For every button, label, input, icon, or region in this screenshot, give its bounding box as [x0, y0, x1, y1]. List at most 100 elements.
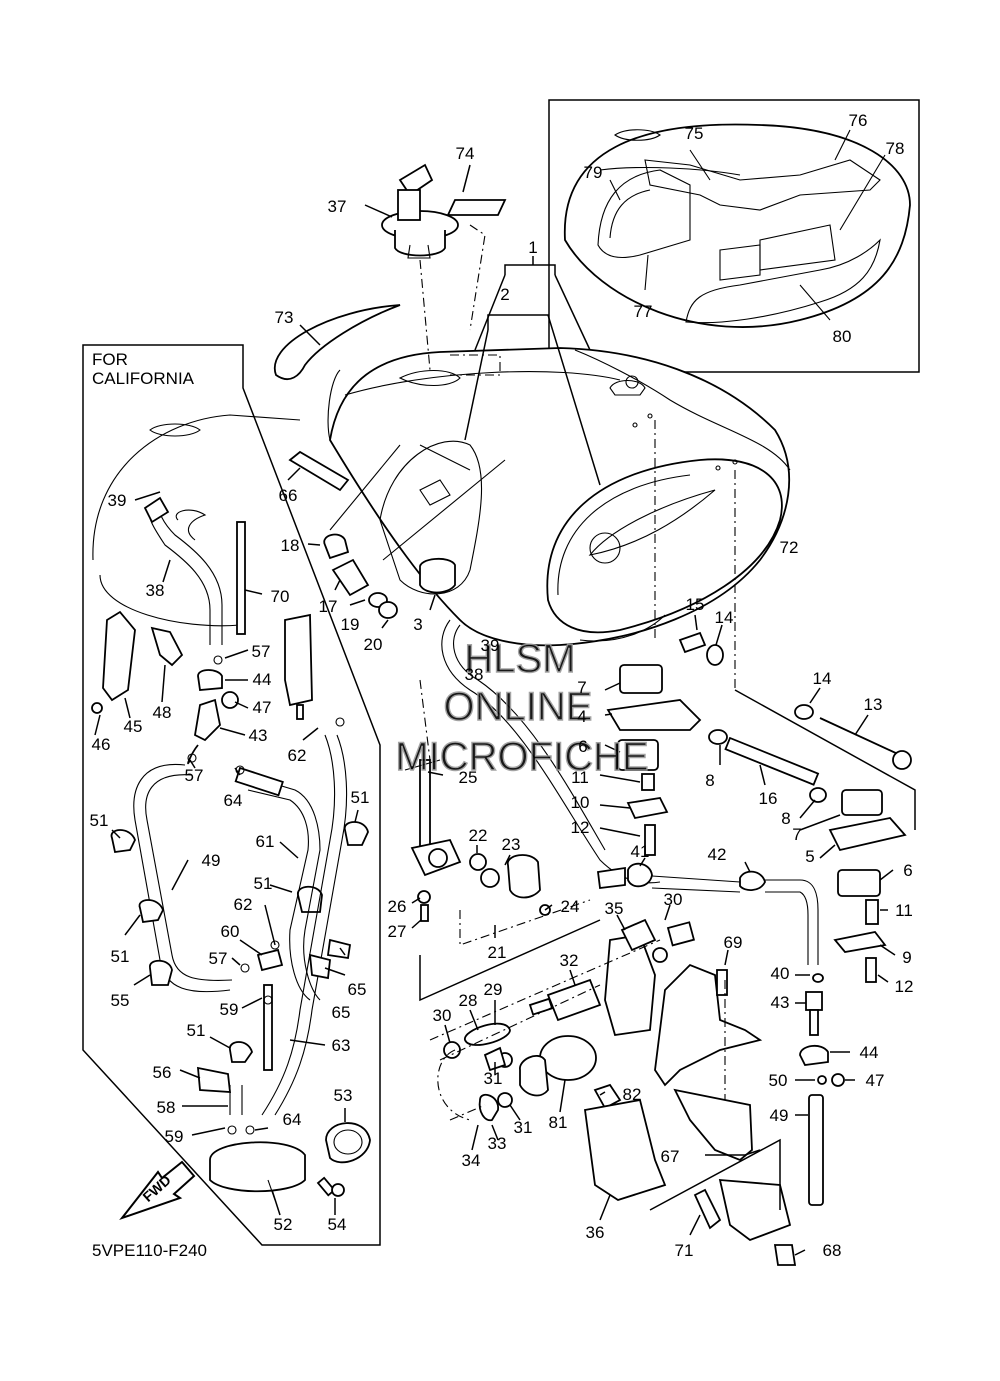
callout-78: 78	[886, 139, 905, 158]
callout-31a: 31	[484, 1069, 503, 1088]
callout-32: 32	[560, 951, 579, 970]
california-label-line2: CALIFORNIA	[92, 369, 195, 388]
callout-7a: 7	[577, 678, 586, 697]
callout-47b: 47	[866, 1071, 885, 1090]
callout-57b: 57	[185, 766, 204, 785]
callout-21: 21	[488, 943, 507, 962]
callout-35: 35	[605, 899, 624, 918]
callout-62b: 62	[234, 895, 253, 914]
callout-65a: 65	[348, 980, 367, 999]
callout-53: 53	[334, 1086, 353, 1105]
watermark-line2: ONLINE	[444, 685, 593, 729]
callout-38b: 38	[465, 665, 484, 684]
fwd-arrow-icon: FWD	[119, 1160, 196, 1221]
callout-30b: 30	[664, 890, 683, 909]
callout-10: 10	[571, 793, 590, 812]
callout-9: 9	[902, 948, 911, 967]
callout-76: 76	[849, 111, 868, 130]
callout-1: 1	[528, 238, 537, 257]
inset-emblem-detail	[548, 99, 920, 373]
callout-64a: 64	[224, 791, 243, 810]
callout-31b: 31	[514, 1118, 533, 1137]
callout-55: 55	[111, 991, 130, 1010]
callout-20: 20	[364, 635, 383, 654]
callout-2: 2	[500, 285, 509, 304]
callout-46: 46	[92, 735, 111, 754]
callout-51d: 51	[254, 874, 273, 893]
callout-6b: 6	[903, 861, 912, 880]
watermark: HLSM ONLINE MICROFICHE	[395, 636, 650, 779]
callout-numbers: 1 2 3 4 5 6 6 7 7 8 8 9 10 11 11 12 12 1…	[90, 111, 914, 1260]
callout-58: 58	[157, 1098, 176, 1117]
callout-44b: 44	[860, 1043, 879, 1062]
callout-43a: 43	[249, 726, 268, 745]
callout-5: 5	[805, 847, 814, 866]
callout-30a: 30	[433, 1006, 452, 1025]
callout-14b: 14	[813, 669, 832, 688]
callout-36: 36	[586, 1223, 605, 1242]
callout-79: 79	[584, 163, 603, 182]
callout-56: 56	[153, 1063, 172, 1082]
callout-66: 66	[279, 486, 298, 505]
callout-38a: 38	[146, 581, 165, 600]
callout-82: 82	[623, 1085, 642, 1104]
callout-17: 17	[319, 597, 338, 616]
callout-18: 18	[281, 536, 300, 555]
callout-16: 16	[759, 789, 778, 808]
callout-64b: 64	[283, 1110, 302, 1129]
callout-44a: 44	[253, 670, 272, 689]
callout-29: 29	[484, 980, 503, 999]
callout-25: 25	[459, 768, 478, 787]
callout-51b: 51	[111, 947, 130, 966]
callout-11a: 11	[571, 768, 589, 787]
callout-28: 28	[459, 991, 478, 1010]
california-vent-system	[91, 496, 371, 1201]
mount-hardware	[606, 631, 912, 983]
callout-74: 74	[456, 144, 475, 163]
callout-59a: 59	[220, 1000, 239, 1019]
callout-23: 23	[502, 835, 521, 854]
callout-14a: 14	[715, 608, 734, 627]
callout-8b: 8	[781, 809, 790, 828]
watermark-line1: HLSM	[464, 637, 575, 681]
callout-49b: 49	[770, 1106, 789, 1125]
callout-11b: 11	[895, 901, 913, 920]
callout-81: 81	[549, 1113, 568, 1132]
callout-34: 34	[462, 1151, 481, 1170]
callout-51e: 51	[351, 788, 370, 807]
callout-65b: 65	[332, 1003, 351, 1022]
right-vent-parts	[799, 973, 845, 1206]
callout-15: 15	[686, 595, 705, 614]
callout-60: 60	[221, 922, 240, 941]
callout-4: 4	[577, 707, 586, 726]
callout-52: 52	[274, 1215, 293, 1234]
callout-63: 63	[332, 1036, 351, 1055]
fuel-cock-assembly	[404, 759, 551, 922]
callout-68: 68	[823, 1241, 842, 1260]
callout-45: 45	[124, 717, 143, 736]
callout-51c: 51	[187, 1021, 206, 1040]
callout-49a: 49	[202, 851, 221, 870]
callout-69: 69	[724, 933, 743, 952]
watermark-line3: MICROFICHE	[395, 735, 648, 779]
callout-75: 75	[685, 124, 704, 143]
callout-59b: 59	[165, 1127, 184, 1146]
callout-22: 22	[469, 826, 488, 845]
callout-73: 73	[275, 308, 294, 327]
callout-62a: 62	[288, 746, 307, 765]
callout-40: 40	[771, 964, 790, 983]
callout-13: 13	[864, 695, 883, 714]
callout-37: 37	[328, 197, 347, 216]
callout-8a: 8	[705, 771, 714, 790]
callout-27: 27	[388, 922, 407, 941]
callout-77: 77	[634, 302, 653, 321]
callout-48: 48	[153, 703, 172, 722]
fuel-pump-filter-group	[443, 918, 696, 1201]
diagram-code: 5VPE110-F240	[92, 1241, 207, 1260]
callout-47a: 47	[253, 698, 272, 717]
callout-39b: 39	[481, 636, 500, 655]
callout-57c: 57	[209, 949, 228, 968]
callout-67: 67	[661, 1147, 680, 1166]
callout-54: 54	[328, 1215, 347, 1234]
